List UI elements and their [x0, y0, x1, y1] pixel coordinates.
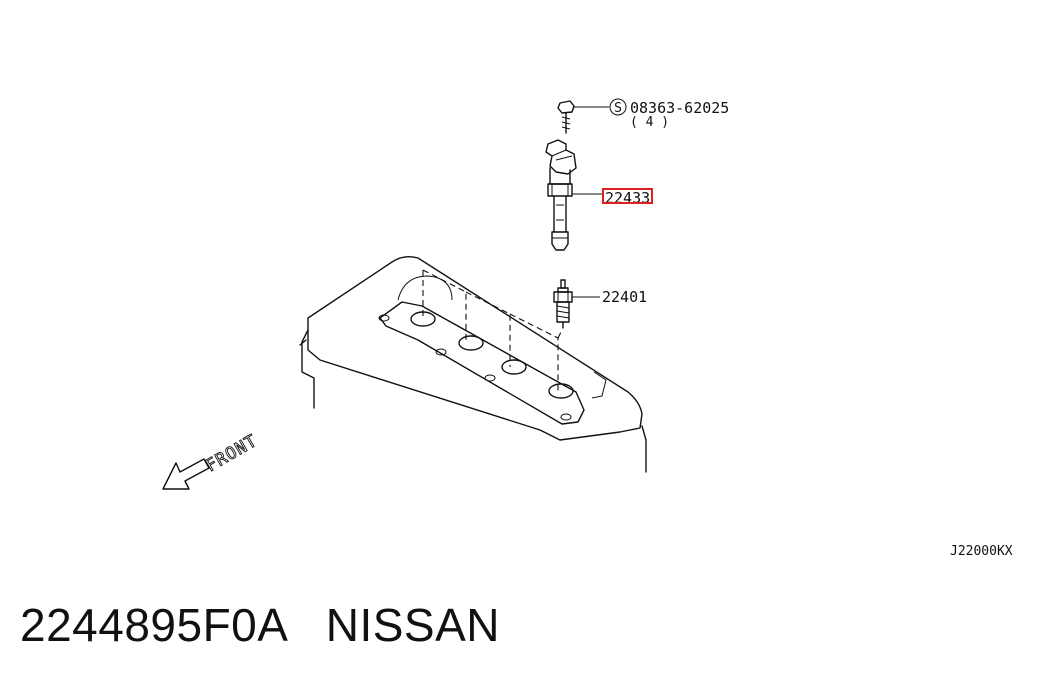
plug-part-number[interactable]: 22401	[602, 288, 647, 306]
diagram-code: J22000KX	[950, 544, 1013, 559]
front-label: FRONT	[203, 431, 262, 476]
bolt	[557, 100, 575, 134]
caption: 2244895F0A NISSAN	[20, 598, 500, 652]
bolt-s-symbol: S	[609, 98, 627, 116]
coil-part-highlight	[602, 188, 653, 204]
spark-plug	[553, 279, 573, 329]
front-direction-arrow	[162, 458, 210, 490]
bolt-quantity: ( 4 )	[630, 115, 669, 130]
cylinder-head	[299, 255, 647, 473]
bolt-s-symbol-text: S	[614, 101, 622, 116]
bolt-part-number[interactable]: 08363-62025	[630, 99, 729, 117]
coil-part-number[interactable]: 22433	[605, 189, 650, 207]
caption-part-number: 2244895F0A	[20, 599, 286, 651]
caption-brand: NISSAN	[325, 599, 501, 651]
ignition-coil	[545, 139, 577, 251]
